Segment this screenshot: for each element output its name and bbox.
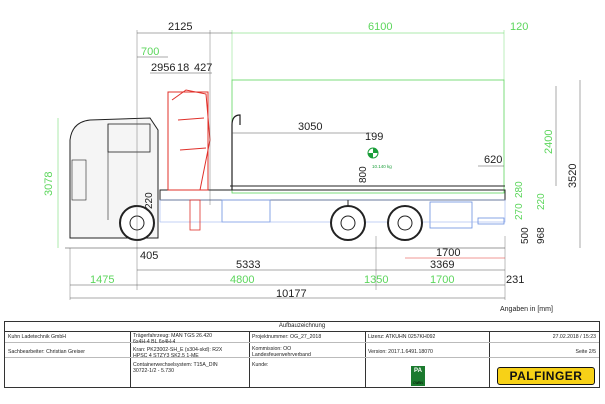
container-line-2: 30722-1/2 - 5.730 bbox=[133, 368, 174, 374]
hook-arm bbox=[231, 114, 241, 190]
clerk: Sachbearbeiter: Christian Greiser bbox=[8, 349, 85, 355]
dim-3050: 3050 bbox=[298, 121, 322, 133]
print-date: 27.02.2018 / 15:23 bbox=[552, 334, 596, 340]
dim-968: 968 bbox=[536, 227, 547, 244]
dim-2956: 2956 bbox=[151, 62, 175, 74]
tank-1 bbox=[221, 199, 271, 223]
container-line-1: Containerwechselsystem: T15A_DIN bbox=[133, 362, 218, 368]
palfinger-logo: PALFINGER bbox=[497, 367, 595, 385]
dim-2400: 2400 bbox=[543, 130, 555, 154]
dim-5333: 5333 bbox=[236, 259, 260, 271]
dim-280: 280 bbox=[514, 181, 525, 198]
dim-620: 620 bbox=[484, 154, 502, 166]
project-number: Projektnummer: OG_27_2018 bbox=[252, 334, 322, 340]
version: Version: 2017.1.6491.18070 bbox=[368, 349, 433, 355]
units-note: Angaben in [mm] bbox=[500, 306, 553, 313]
company-name: Kuhn Ladetechnik GmbH bbox=[8, 334, 66, 340]
customer: Kunde: bbox=[252, 362, 269, 368]
dim-4800: 4800 bbox=[230, 274, 254, 286]
crane-line-2: HPSC 4 STZY3 SK2.5 1-ME bbox=[133, 353, 199, 359]
dim-220-left: 220 bbox=[144, 192, 155, 209]
dim-1350: 1350 bbox=[364, 274, 388, 286]
dim-120: 120 bbox=[510, 21, 528, 33]
carrier-line-1: Trägerfahrzeug: MAN TGS 26.420 bbox=[133, 333, 213, 339]
dim-800: 800 bbox=[358, 166, 369, 183]
dim-270: 270 bbox=[514, 203, 525, 220]
dim-405: 405 bbox=[140, 250, 158, 262]
vehicle-drawing: 2125 6100 120 700 2956 18 427 3050 199 1… bbox=[43, 21, 581, 300]
crane-boom bbox=[171, 89, 211, 191]
dim-3369: 3369 bbox=[430, 259, 454, 271]
dim-3078: 3078 bbox=[43, 172, 55, 196]
dim-6100: 6100 bbox=[368, 21, 392, 33]
cog-marker-icon bbox=[367, 147, 379, 159]
pa-badge-subtitle: CWBN bbox=[413, 381, 423, 385]
dim-18: 18 bbox=[177, 62, 189, 74]
dim-231: 231 bbox=[506, 274, 524, 286]
dim-500: 500 bbox=[520, 227, 531, 244]
commission-line-2: Landesfeuerwehrverband bbox=[252, 352, 311, 358]
tank-2 bbox=[429, 201, 473, 229]
title-block: Aufbauzeichnung Kuhn Ladetechnik GmbH Sa… bbox=[4, 321, 600, 388]
rear-wheel-1 bbox=[330, 205, 366, 241]
title-block-heading: Aufbauzeichnung bbox=[5, 322, 599, 332]
dim-700: 700 bbox=[141, 46, 159, 58]
crane-support bbox=[189, 199, 201, 231]
pa-badge-icon: PA bbox=[411, 366, 425, 386]
crane-column bbox=[167, 91, 209, 191]
subframe bbox=[159, 189, 506, 201]
license: Lizenz: ATKUHN 0257KH092 bbox=[368, 334, 436, 340]
dim-220-right: 220 bbox=[536, 193, 547, 210]
dim-1700-bottom: 1700 bbox=[430, 274, 454, 286]
rear-bar bbox=[477, 217, 505, 225]
dim-1475: 1475 bbox=[90, 274, 114, 286]
dim-3520: 3520 bbox=[567, 164, 579, 188]
crane-line-1: Kran: PK23002-SH_E (s304-skd): R2X bbox=[133, 347, 223, 353]
cog-weight: 10.140 kg bbox=[372, 164, 392, 169]
carrier-line-2: 6x4H-4 BL 6x4H-4 bbox=[133, 339, 176, 345]
dim-10177: 10177 bbox=[276, 288, 307, 300]
dim-199: 199 bbox=[365, 131, 383, 143]
rear-wheel-2 bbox=[387, 205, 423, 241]
commission-line-1: Kommission: OÖ bbox=[252, 346, 292, 352]
page-number: Seite 2/5 bbox=[575, 349, 596, 355]
cab-grille bbox=[71, 159, 87, 201]
dim-2125: 2125 bbox=[168, 21, 192, 33]
dim-1700-red: 1700 bbox=[436, 247, 460, 259]
dim-427: 427 bbox=[194, 62, 212, 74]
